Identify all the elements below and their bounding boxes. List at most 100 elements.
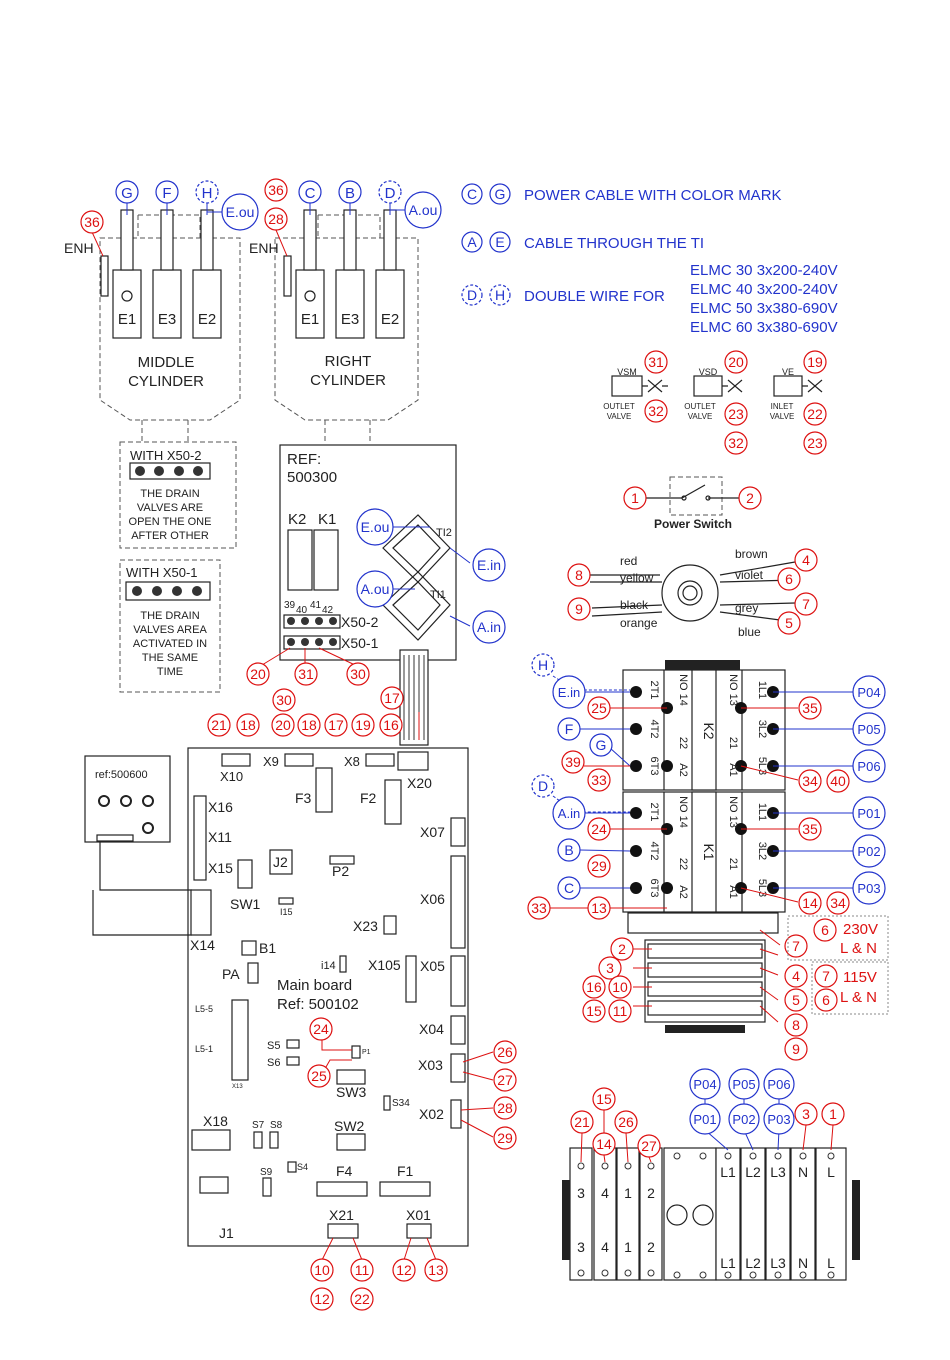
legend: C G POWER CABLE WITH COLOR MARK A E CABL…	[461, 183, 838, 336]
label-l5-5: L5-5	[195, 1004, 213, 1014]
board-marker-16: 16	[383, 717, 399, 733]
drain-x50-1-line-1: THE DRAIN	[140, 610, 199, 622]
board-markers: 17 30 21 18 20 18 17 19 16 24 25 26 27 2…	[207, 686, 517, 1311]
k-marker-p02: P02	[857, 844, 880, 859]
relay-k2: K2	[288, 511, 306, 528]
k1-22: 22	[677, 858, 689, 870]
valve-marker-20: 20	[728, 354, 744, 370]
board-marker-17: 17	[328, 717, 344, 733]
legend-cable-ti: CABLE THROUGH THE TI	[524, 235, 704, 252]
label-l5-1: L5-1	[195, 1044, 213, 1054]
contactor-markers: H E.in F G 39 33 25 P04 35 P05 P06 34 40…	[527, 653, 886, 920]
relay-pin-42: 42	[322, 605, 334, 616]
label-s9: S9	[260, 1167, 273, 1178]
legend-marker-g: G	[495, 186, 506, 202]
board-marker-25: 25	[311, 1068, 327, 1084]
ti2-label: TI2	[436, 527, 452, 539]
marker-h: H	[202, 185, 213, 202]
cylinder-markers: G F H E.ou 36 36 28 C B D A.ou	[80, 178, 442, 257]
marker-c: C	[305, 185, 316, 202]
ti1-coil: TI1	[382, 571, 451, 641]
board-marker-20: 20	[275, 717, 291, 733]
label-x04: X04	[419, 1021, 444, 1037]
ti-marker-e-in: E.in	[477, 557, 501, 573]
strip-marker-p05: P05	[732, 1077, 755, 1092]
legend-double-wire: DOUBLE WIRE FOR	[524, 288, 665, 305]
relay-x50-1: X50-1	[341, 635, 379, 651]
trafo-marker-5: 5	[785, 615, 793, 631]
strip-marker-p03: P03	[767, 1112, 790, 1127]
label-i15: I15	[280, 907, 293, 917]
k-marker-p05: P05	[857, 722, 880, 737]
label-x20: X20	[407, 775, 432, 791]
drain-x50-2-line-4: AFTER OTHER	[131, 530, 209, 542]
label-sw1: SW1	[230, 896, 261, 912]
k-marker-e-in: E.in	[558, 685, 580, 700]
voltage-115v: 115V	[843, 969, 877, 986]
strip-top-3: 3	[577, 1185, 585, 1201]
middle-label-1: MIDDLE	[138, 354, 195, 371]
ti-marker-a-in: A.in	[477, 619, 501, 635]
trafo-marker-6: 6	[785, 571, 793, 587]
terminal-strip-markers: P04 P05 P06 P01 P02 P03 3 1 15 21 26 14 …	[570, 1068, 845, 1163]
fuse-marker-7b: 7	[792, 938, 800, 954]
voltage-230v-ln: L & N	[840, 940, 877, 957]
strip-bot-2: 2	[647, 1239, 655, 1255]
strip-marker-p01: P01	[693, 1112, 716, 1127]
strip-bot-l1: L1	[720, 1255, 736, 1271]
valve-ve-sub1: INLET	[771, 402, 794, 411]
middle-e1: E1	[118, 311, 136, 328]
strip-bot-l3: L3	[770, 1255, 786, 1271]
k2-no14: NO 14	[677, 674, 689, 706]
marker-d: D	[385, 185, 396, 202]
right-e2: E2	[381, 311, 399, 328]
wire-violet: violet	[735, 568, 764, 582]
strip-bot-n: N	[798, 1255, 808, 1271]
main-board: ref:500600 X10 X9 X8 X20 X16 X11 X15	[84, 747, 469, 1247]
label-sw3: SW3	[336, 1084, 367, 1100]
legend-marker-a: A	[467, 234, 477, 250]
board-marker-22: 22	[354, 1291, 370, 1307]
drain-x50-1-line-3: ACTIVATED IN	[133, 638, 207, 650]
marker-36-middle: 36	[84, 214, 100, 230]
fuse-marker-9b: 9	[792, 1041, 800, 1057]
k2-6t3: 6T3	[648, 757, 660, 776]
k-marker-29: 29	[591, 858, 607, 874]
board-title: Main board	[277, 977, 352, 994]
label-f3: F3	[295, 790, 312, 806]
k1-label: K1	[701, 843, 717, 860]
k-marker-p06: P06	[857, 759, 880, 774]
label-s7: S7	[252, 1120, 265, 1131]
valve-vsd-name: VSD	[699, 367, 718, 377]
label-pa: PA	[222, 966, 240, 982]
k-marker-40: 40	[830, 773, 846, 789]
k2-a1: A1	[727, 763, 739, 776]
k1-1l1: 1L1	[756, 803, 768, 821]
k-marker-33b: 33	[531, 900, 547, 916]
k-marker-13: 13	[591, 900, 607, 916]
strip-marker-27: 27	[641, 1138, 657, 1154]
k-marker-c: C	[564, 880, 574, 896]
label-x05: X05	[420, 958, 445, 974]
label-x14: X14	[190, 937, 215, 953]
voltage-115v-ln: L & N	[840, 989, 877, 1006]
k2-4t2: 4T2	[648, 720, 660, 739]
drain-x50-1-line-4: THE SAME	[142, 652, 198, 664]
trafo-marker-7: 7	[802, 596, 810, 612]
relay-pin-41: 41	[310, 600, 322, 611]
board-ref: Ref: 500102	[277, 996, 359, 1013]
valve-ve-sub2: VALVE	[770, 412, 795, 421]
right-label-2: CYLINDER	[310, 372, 386, 389]
fuse-marker-8b: 8	[792, 1017, 800, 1033]
right-e3: E3	[341, 311, 359, 328]
board-marker-24: 24	[313, 1021, 329, 1037]
board-marker-29: 29	[497, 1130, 513, 1146]
board-marker-26: 26	[497, 1044, 513, 1060]
legend-marker-e: E	[495, 234, 504, 250]
fuse-marker-11: 11	[613, 1003, 628, 1019]
middle-label-2: CYLINDER	[128, 373, 204, 390]
legend-power-cable: POWER CABLE WITH COLOR MARK	[524, 187, 782, 204]
valve-vsm-sub1: OUTLET	[603, 402, 635, 411]
k-marker-p03: P03	[857, 881, 880, 896]
valve-marker-32b: 32	[728, 435, 744, 451]
